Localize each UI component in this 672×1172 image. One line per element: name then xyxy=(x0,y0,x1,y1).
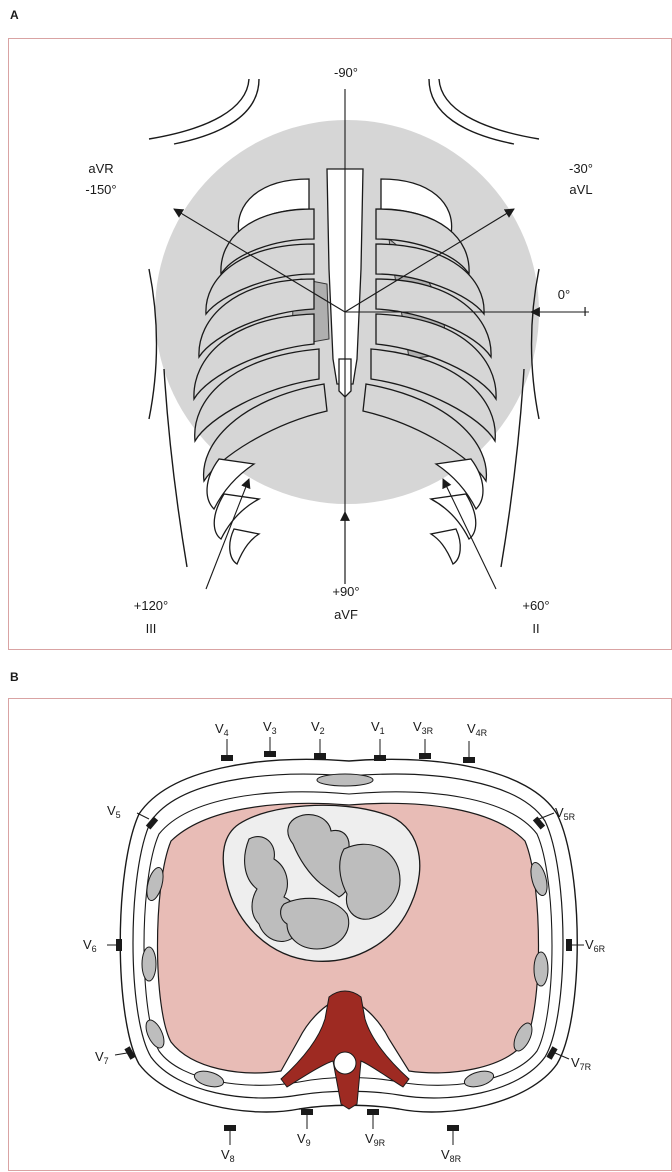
avl-angle-label: -30° xyxy=(569,161,593,176)
lead-label: V3 xyxy=(263,719,277,736)
axis-top-label: -90° xyxy=(334,65,358,80)
horizontal-plane-panel: V4 V3 V2 V1 V3R V4R V5 V5R V6 V6R V7 V7R… xyxy=(8,698,672,1171)
lead-label: V7R xyxy=(571,1055,592,1072)
lead-label: V8R xyxy=(441,1147,462,1164)
avl-name-label: aVL xyxy=(569,182,592,197)
lead-label: V8 xyxy=(221,1147,235,1164)
lead-label: V2 xyxy=(311,719,325,736)
frontal-plane-panel: -90° aVR -150° -30° aVL 0° I +120° III +… xyxy=(8,38,672,650)
avr-angle-label: -150° xyxy=(85,182,116,197)
lead-iii-angle-label: +120° xyxy=(134,598,168,613)
lead-i-angle-label: 0° xyxy=(558,287,570,302)
lead-label: V4R xyxy=(467,721,488,738)
spinal-canal xyxy=(334,1052,356,1074)
lead-label: V6 xyxy=(83,937,97,954)
lead-label: V6R xyxy=(585,937,606,954)
panel-a-letter: A xyxy=(10,8,19,22)
avf-name-label: aVF xyxy=(334,607,358,622)
lead-iii-name-label: III xyxy=(146,621,157,636)
lead-label: V4 xyxy=(215,721,229,738)
panel-b-letter: B xyxy=(10,670,19,684)
lead-i-name-label: I xyxy=(583,304,587,319)
lead-label: V9R xyxy=(365,1131,386,1148)
avf-angle-label: +90° xyxy=(332,584,359,599)
lead-label: V7 xyxy=(95,1049,109,1066)
lead-label: V1 xyxy=(371,719,385,736)
horizontal-plane-diagram: V4 V3 V2 V1 V3R V4R V5 V5R V6 V6R V7 V7R… xyxy=(9,699,672,1172)
avr-name-label: aVR xyxy=(88,161,113,176)
lead-label: V5 xyxy=(107,803,121,820)
lead-label: V5R xyxy=(555,805,576,822)
lead-label: V9 xyxy=(297,1131,311,1148)
sternum-cross-section xyxy=(317,774,373,786)
lead-label: V3R xyxy=(413,719,434,736)
lead-ii-name-label: II xyxy=(532,621,539,636)
frontal-plane-diagram: -90° aVR -150° -30° aVL 0° I +120° III +… xyxy=(9,39,672,651)
lead-ii-angle-label: +60° xyxy=(522,598,549,613)
